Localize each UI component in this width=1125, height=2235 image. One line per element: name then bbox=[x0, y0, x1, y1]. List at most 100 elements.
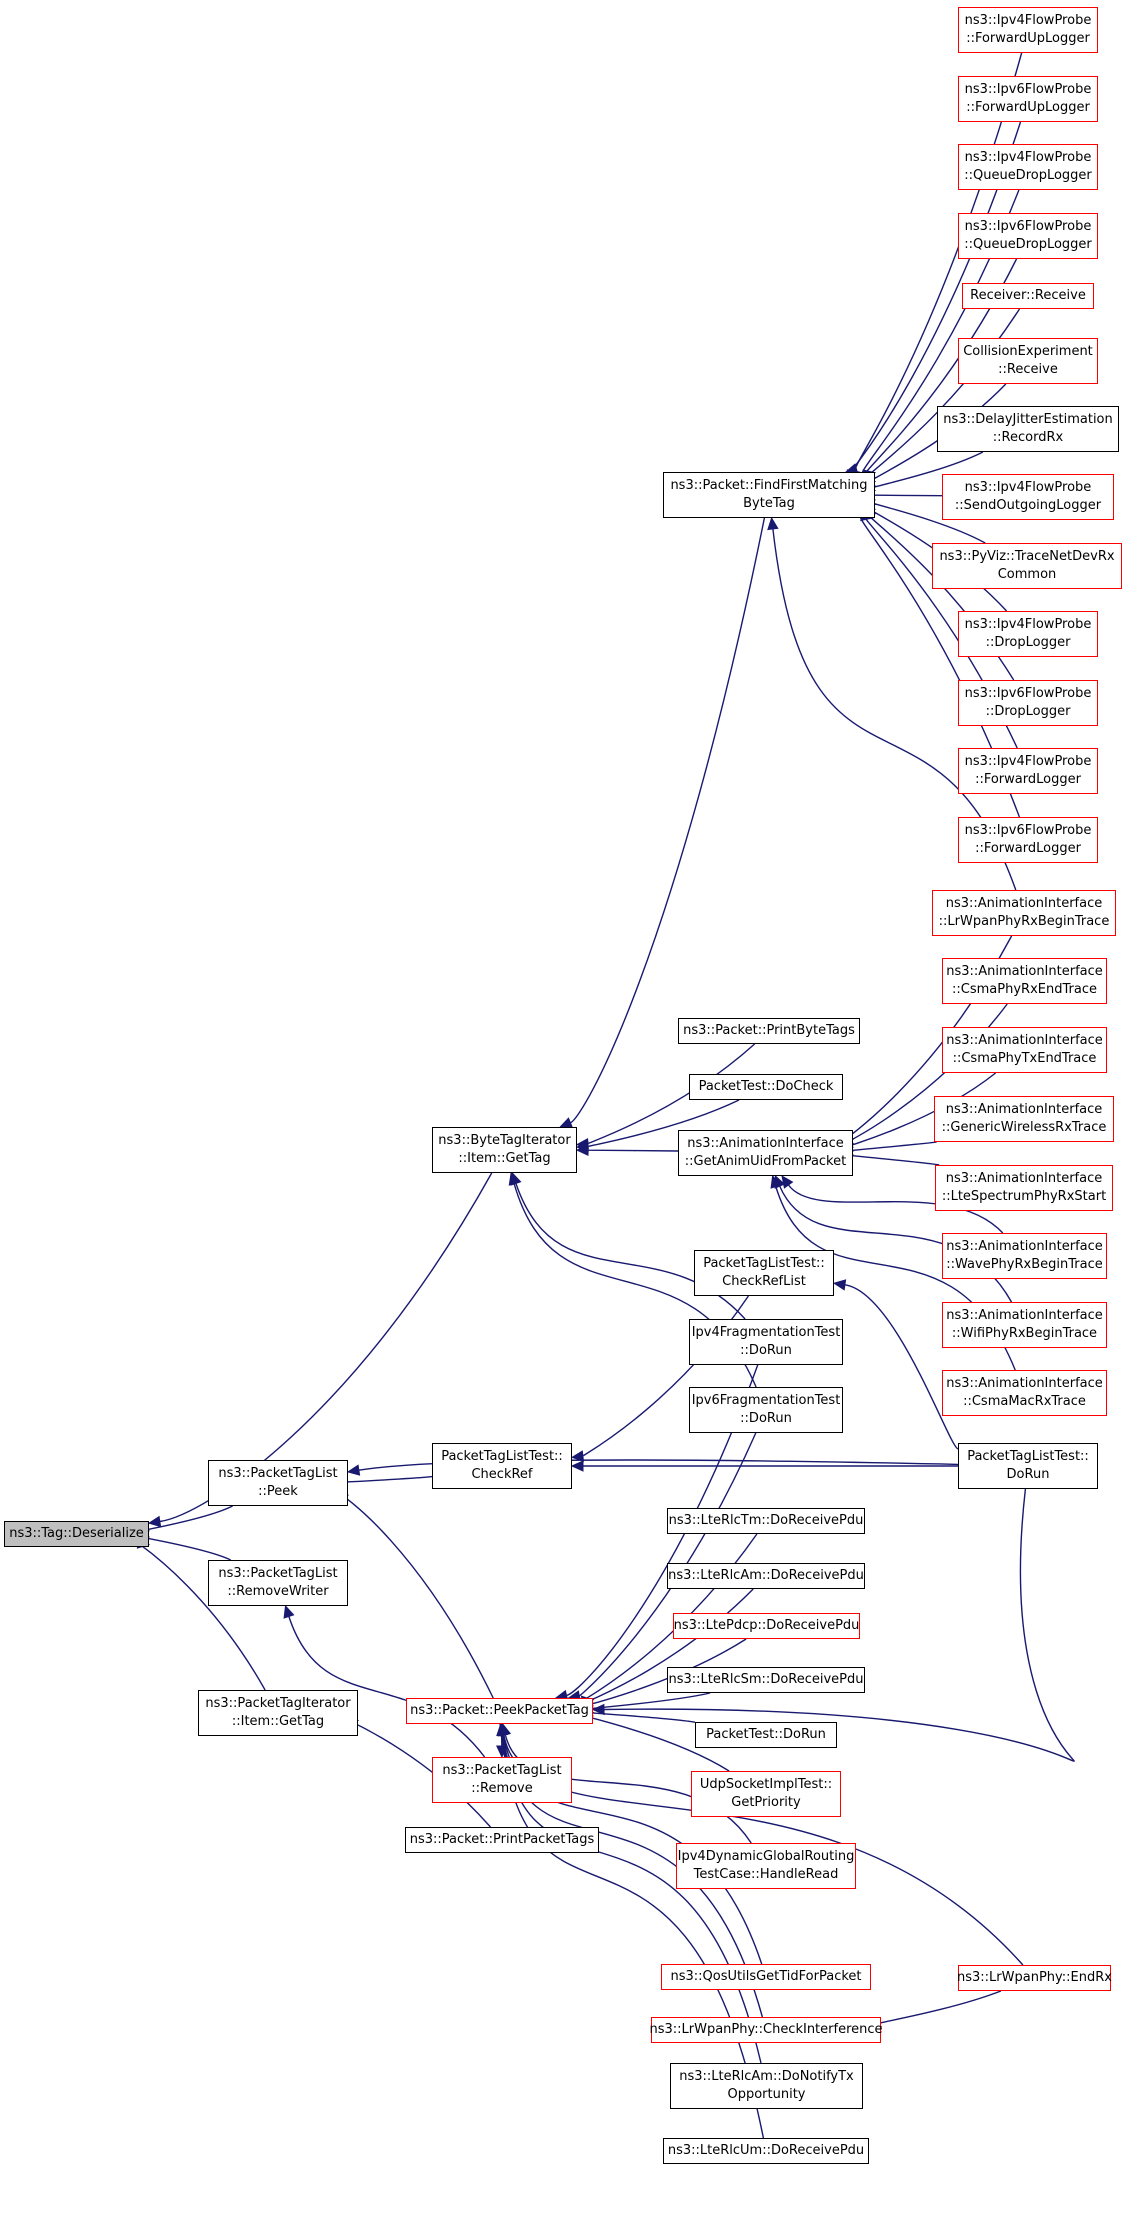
node-ipv4fp-fwd[interactable]: ns3::Ipv4FlowProbe::ForwardLogger bbox=[958, 748, 1098, 794]
node-pt-dorun[interactable]: PacketTest::DoRun bbox=[695, 1722, 837, 1748]
node-ai-waverxbegin[interactable]: ns3::AnimationInterface::WavePhyRxBeginT… bbox=[942, 1233, 1107, 1279]
node-ai-csmarxend[interactable]: ns3::AnimationInterface::CsmaPhyRxEndTra… bbox=[942, 958, 1107, 1004]
edge-p-peekpackettag-to-ptl-remove bbox=[499, 1723, 503, 1747]
node-label-line: ns3::AnimationInterface bbox=[946, 1308, 1103, 1323]
node-label-line: ::Receive bbox=[998, 362, 1058, 377]
node-rlcum-dorx[interactable]: ns3::LteRlcUm::DoReceivePdu bbox=[663, 2138, 869, 2164]
edge-arrowhead bbox=[147, 1515, 162, 1528]
node-pdcp-dorx[interactable]: ns3::LtePdcp::DoReceivePdu bbox=[673, 1613, 860, 1639]
node-label: ns3::LrWpanPhy::EndRx bbox=[957, 1969, 1112, 1987]
node-ai-csmatxend[interactable]: ns3::AnimationInterface::CsmaPhyTxEndTra… bbox=[942, 1027, 1107, 1073]
node-ipv6frag-dorun[interactable]: Ipv6FragmentationTest::DoRun bbox=[689, 1387, 843, 1433]
node-label-line: GetPriority bbox=[731, 1795, 801, 1810]
edge-ai-getanimuid-to-bti-gettag bbox=[587, 1149, 679, 1152]
node-label-line: ::LrWpanPhyRxBeginTrace bbox=[938, 914, 1110, 929]
node-label-line: ::GenericWirelessRxTrace bbox=[941, 1120, 1107, 1135]
node-label: ns3::AnimationInterface::GetAnimUidFromP… bbox=[685, 1135, 846, 1171]
node-label-line: ns3::Ipv4FlowProbe bbox=[964, 13, 1092, 28]
node-label-line: ns3::Tag::Deserialize bbox=[9, 1526, 144, 1541]
node-label: ns3::Ipv6FlowProbe::ForwardUpLogger bbox=[965, 81, 1092, 117]
node-label: ns3::AnimationInterface::LteSpectrumPhyR… bbox=[942, 1170, 1106, 1206]
node-label-line: ::WavePhyRxBeginTrace bbox=[946, 1257, 1103, 1272]
edge-ai-lrwpanrxbegin-to-p-findfirst bbox=[772, 528, 1017, 891]
node-ai-lrwpanrxbegin[interactable]: ns3::AnimationInterface::LrWpanPhyRxBegi… bbox=[932, 890, 1116, 936]
node-label-line: ns3::AnimationInterface bbox=[945, 896, 1103, 911]
node-ipv4fp-qdrop[interactable]: ns3::Ipv4FlowProbe::QueueDropLogger bbox=[958, 144, 1098, 190]
node-label-line: ns3::Ipv6FlowProbe bbox=[964, 686, 1092, 701]
node-label: ns3::LteRlcUm::DoReceivePdu bbox=[668, 2142, 864, 2160]
node-ptl-peek[interactable]: ns3::PacketTagList::Peek bbox=[208, 1460, 348, 1506]
node-collision-receive[interactable]: CollisionExperiment::Receive bbox=[958, 338, 1098, 384]
node-label-line: ::DoRun bbox=[740, 1411, 792, 1426]
node-ai-csmamacrx[interactable]: ns3::AnimationInterface::CsmaMacRxTrace bbox=[942, 1370, 1107, 1416]
node-bti-gettag[interactable]: ns3::ByteTagIterator::Item::GetTag bbox=[432, 1127, 577, 1173]
node-rlcsm-dorx[interactable]: ns3::LteRlcSm::DoReceivePdu bbox=[667, 1667, 865, 1693]
node-label-line: ns3::PacketTagIterator bbox=[205, 1696, 351, 1711]
node-ai-ltespectrumrx[interactable]: ns3::AnimationInterface::LteSpectrumPhyR… bbox=[935, 1165, 1113, 1211]
node-ipv4frag-dorun[interactable]: Ipv4FragmentationTest::DoRun bbox=[689, 1319, 843, 1365]
node-label-line: ns3::PacketTagList bbox=[218, 1466, 338, 1481]
node-p-printbytetags[interactable]: ns3::Packet::PrintByteTags bbox=[678, 1018, 860, 1044]
node-label-line: ::ForwardUpLogger bbox=[966, 31, 1090, 46]
node-rlcam-dorx[interactable]: ns3::LteRlcAm::DoReceivePdu bbox=[667, 1563, 865, 1589]
node-pt-docheck[interactable]: PacketTest::DoCheck bbox=[689, 1074, 843, 1100]
node-p-peekpackettag[interactable]: ns3::Packet::PeekPacketTag bbox=[406, 1698, 593, 1724]
node-delayjitter-recordrx[interactable]: ns3::DelayJitterEstimation::RecordRx bbox=[937, 406, 1119, 452]
edge-ptltest-dorun-to-p-peekpackettag bbox=[603, 1488, 1075, 1762]
node-label: PacketTest::DoRun bbox=[706, 1726, 826, 1744]
node-ipv6fp-drop[interactable]: ns3::Ipv6FlowProbe::DropLogger bbox=[958, 680, 1098, 726]
node-label-line: ns3::AnimationInterface bbox=[946, 964, 1103, 979]
edge-arrowhead bbox=[591, 1703, 605, 1716]
node-udp-getpriority[interactable]: UdpSocketImplTest::GetPriority bbox=[691, 1771, 841, 1817]
node-label-line: ns3::LteRlcSm::DoReceivePdu bbox=[668, 1672, 864, 1687]
node-label-line: ns3::ByteTagIterator bbox=[438, 1133, 571, 1148]
node-label: ns3::LrWpanPhy::CheckInterference bbox=[649, 2021, 882, 2039]
node-rlctm-dorx[interactable]: ns3::LteRlcTm::DoReceivePdu bbox=[667, 1508, 865, 1534]
node-label: ns3::DelayJitterEstimation::RecordRx bbox=[943, 411, 1113, 447]
node-label: ns3::AnimationInterface::CsmaMacRxTrace bbox=[946, 1375, 1103, 1411]
edge-arrowhead bbox=[570, 1450, 585, 1462]
node-label: ns3::ByteTagIterator::Item::GetTag bbox=[438, 1132, 570, 1168]
node-ipv4fp-sendout[interactable]: ns3::Ipv4FlowProbe::SendOutgoingLogger bbox=[942, 474, 1114, 520]
node-ipv6fp-fwd[interactable]: ns3::Ipv6FlowProbe::ForwardLogger bbox=[958, 817, 1098, 863]
node-lrwpan-checkinterf[interactable]: ns3::LrWpanPhy::CheckInterference bbox=[649, 2017, 883, 2043]
node-ai-wifirxbegin[interactable]: ns3::AnimationInterface::WifiPhyRxBeginT… bbox=[942, 1302, 1107, 1348]
node-label: ns3::Packet::PrintPacketTags bbox=[410, 1831, 595, 1849]
node-label: UdpSocketImplTest::GetPriority bbox=[700, 1776, 832, 1812]
node-ipv4fp-fwdup[interactable]: ns3::Ipv4FlowProbe::ForwardUpLogger bbox=[958, 7, 1098, 53]
node-label-line: PacketTest::DoRun bbox=[706, 1727, 826, 1742]
node-ptl-remove[interactable]: ns3::PacketTagList::Remove bbox=[432, 1757, 572, 1803]
node-ai-getanimuid[interactable]: ns3::AnimationInterface::GetAnimUidFromP… bbox=[678, 1130, 853, 1176]
node-receiver-receive[interactable]: Receiver::Receive bbox=[962, 283, 1094, 309]
node-label-line: ns3::PacketTagList bbox=[218, 1566, 338, 1581]
node-ptltest-dorun[interactable]: PacketTagListTest::DoRun bbox=[958, 1443, 1098, 1489]
node-ipv6fp-qdrop[interactable]: ns3::Ipv6FlowProbe::QueueDropLogger bbox=[958, 213, 1098, 259]
node-label: Ipv6FragmentationTest::DoRun bbox=[692, 1392, 841, 1428]
node-label: ns3::LteRlcAm::DoReceivePdu bbox=[668, 1567, 864, 1585]
node-pti-gettag[interactable]: ns3::PacketTagIterator::Item::GetTag bbox=[198, 1690, 358, 1736]
node-label-line: ::CsmaPhyRxEndTrace bbox=[952, 982, 1097, 997]
node-ptltest-checkreflist[interactable]: PacketTagListTest::CheckRefList bbox=[694, 1250, 834, 1296]
edge-p-printbytetags-to-bti-gettag bbox=[587, 1043, 756, 1145]
node-deserialize: ns3::Tag::Deserialize bbox=[4, 1521, 149, 1547]
node-label: ns3::Ipv6FlowProbe::QueueDropLogger bbox=[964, 218, 1092, 254]
node-ipv6fp-fwdup[interactable]: ns3::Ipv6FlowProbe::ForwardUpLogger bbox=[958, 76, 1098, 122]
node-ptltest-checkref[interactable]: PacketTagListTest::CheckRef bbox=[432, 1443, 572, 1489]
node-label-line: Ipv4FragmentationTest bbox=[691, 1325, 841, 1340]
node-ptl-removewriter[interactable]: ns3::PacketTagList::RemoveWriter bbox=[208, 1560, 348, 1606]
node-qos-gettid[interactable]: ns3::QosUtilsGetTidForPacket bbox=[661, 1964, 871, 1990]
node-label-line: ::DropLogger bbox=[985, 704, 1071, 719]
node-p-printpackettags[interactable]: ns3::Packet::PrintPacketTags bbox=[405, 1827, 599, 1853]
node-label: ns3::AnimationInterface::GenericWireless… bbox=[942, 1101, 1107, 1137]
node-ipv4fp-drop[interactable]: ns3::Ipv4FlowProbe::DropLogger bbox=[958, 611, 1098, 657]
node-label-line: ::WifiPhyRxBeginTrace bbox=[951, 1326, 1098, 1341]
edge-pt-docheck-to-bti-gettag bbox=[587, 1099, 740, 1148]
node-lrwpan-endrx[interactable]: ns3::LrWpanPhy::EndRx bbox=[957, 1965, 1112, 1991]
node-label: ns3::LteRlcSm::DoReceivePdu bbox=[668, 1671, 863, 1689]
node-ai-genwirelessrx[interactable]: ns3::AnimationInterface::GenericWireless… bbox=[934, 1096, 1114, 1142]
